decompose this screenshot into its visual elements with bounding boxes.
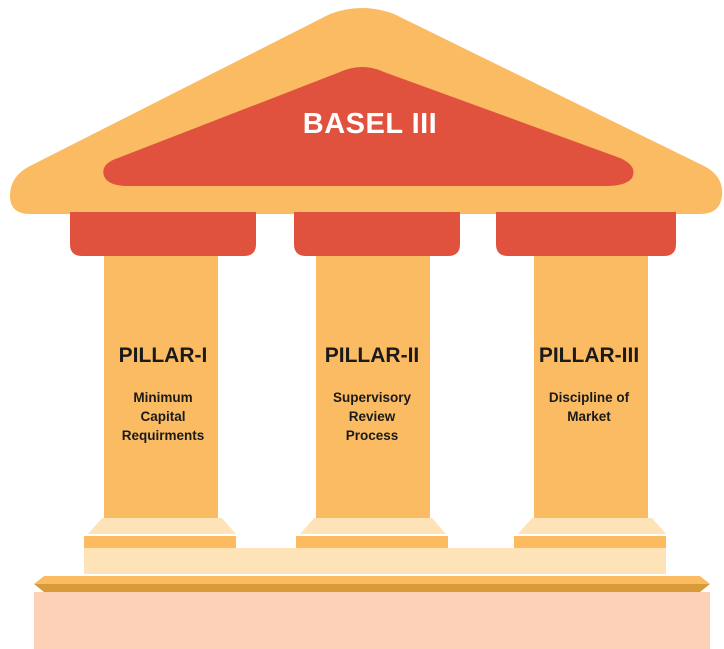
pillar-1-title: PILLAR-I <box>118 344 208 367</box>
stylobate <box>84 548 666 574</box>
step <box>34 576 710 584</box>
pillar-3-description: Discipline of Market <box>548 390 630 424</box>
column-1 <box>104 256 218 518</box>
diagram-title: BASEL III <box>302 108 438 140</box>
column-base-3 <box>518 518 666 534</box>
roof-inner-band <box>103 67 634 186</box>
pillar-2-description: Supervisory Review Process <box>332 390 412 443</box>
column-2 <box>316 256 430 518</box>
pillar-1-description: Minimum Capital Requirments <box>121 390 205 443</box>
step-edge <box>34 584 710 592</box>
capital-3 <box>496 212 676 256</box>
ground-slab <box>34 592 710 649</box>
capital-2 <box>294 212 460 256</box>
capital-1 <box>70 212 256 256</box>
column-base-2 <box>300 518 446 534</box>
column-3 <box>534 256 648 518</box>
pillar-2-title: PILLAR-II <box>324 344 420 367</box>
column-base-1 <box>88 518 236 534</box>
column-plinth-1 <box>84 536 236 548</box>
pillar-3-title: PILLAR-III <box>538 344 640 367</box>
column-plinth-3 <box>514 536 666 548</box>
column-plinth-2 <box>296 536 448 548</box>
